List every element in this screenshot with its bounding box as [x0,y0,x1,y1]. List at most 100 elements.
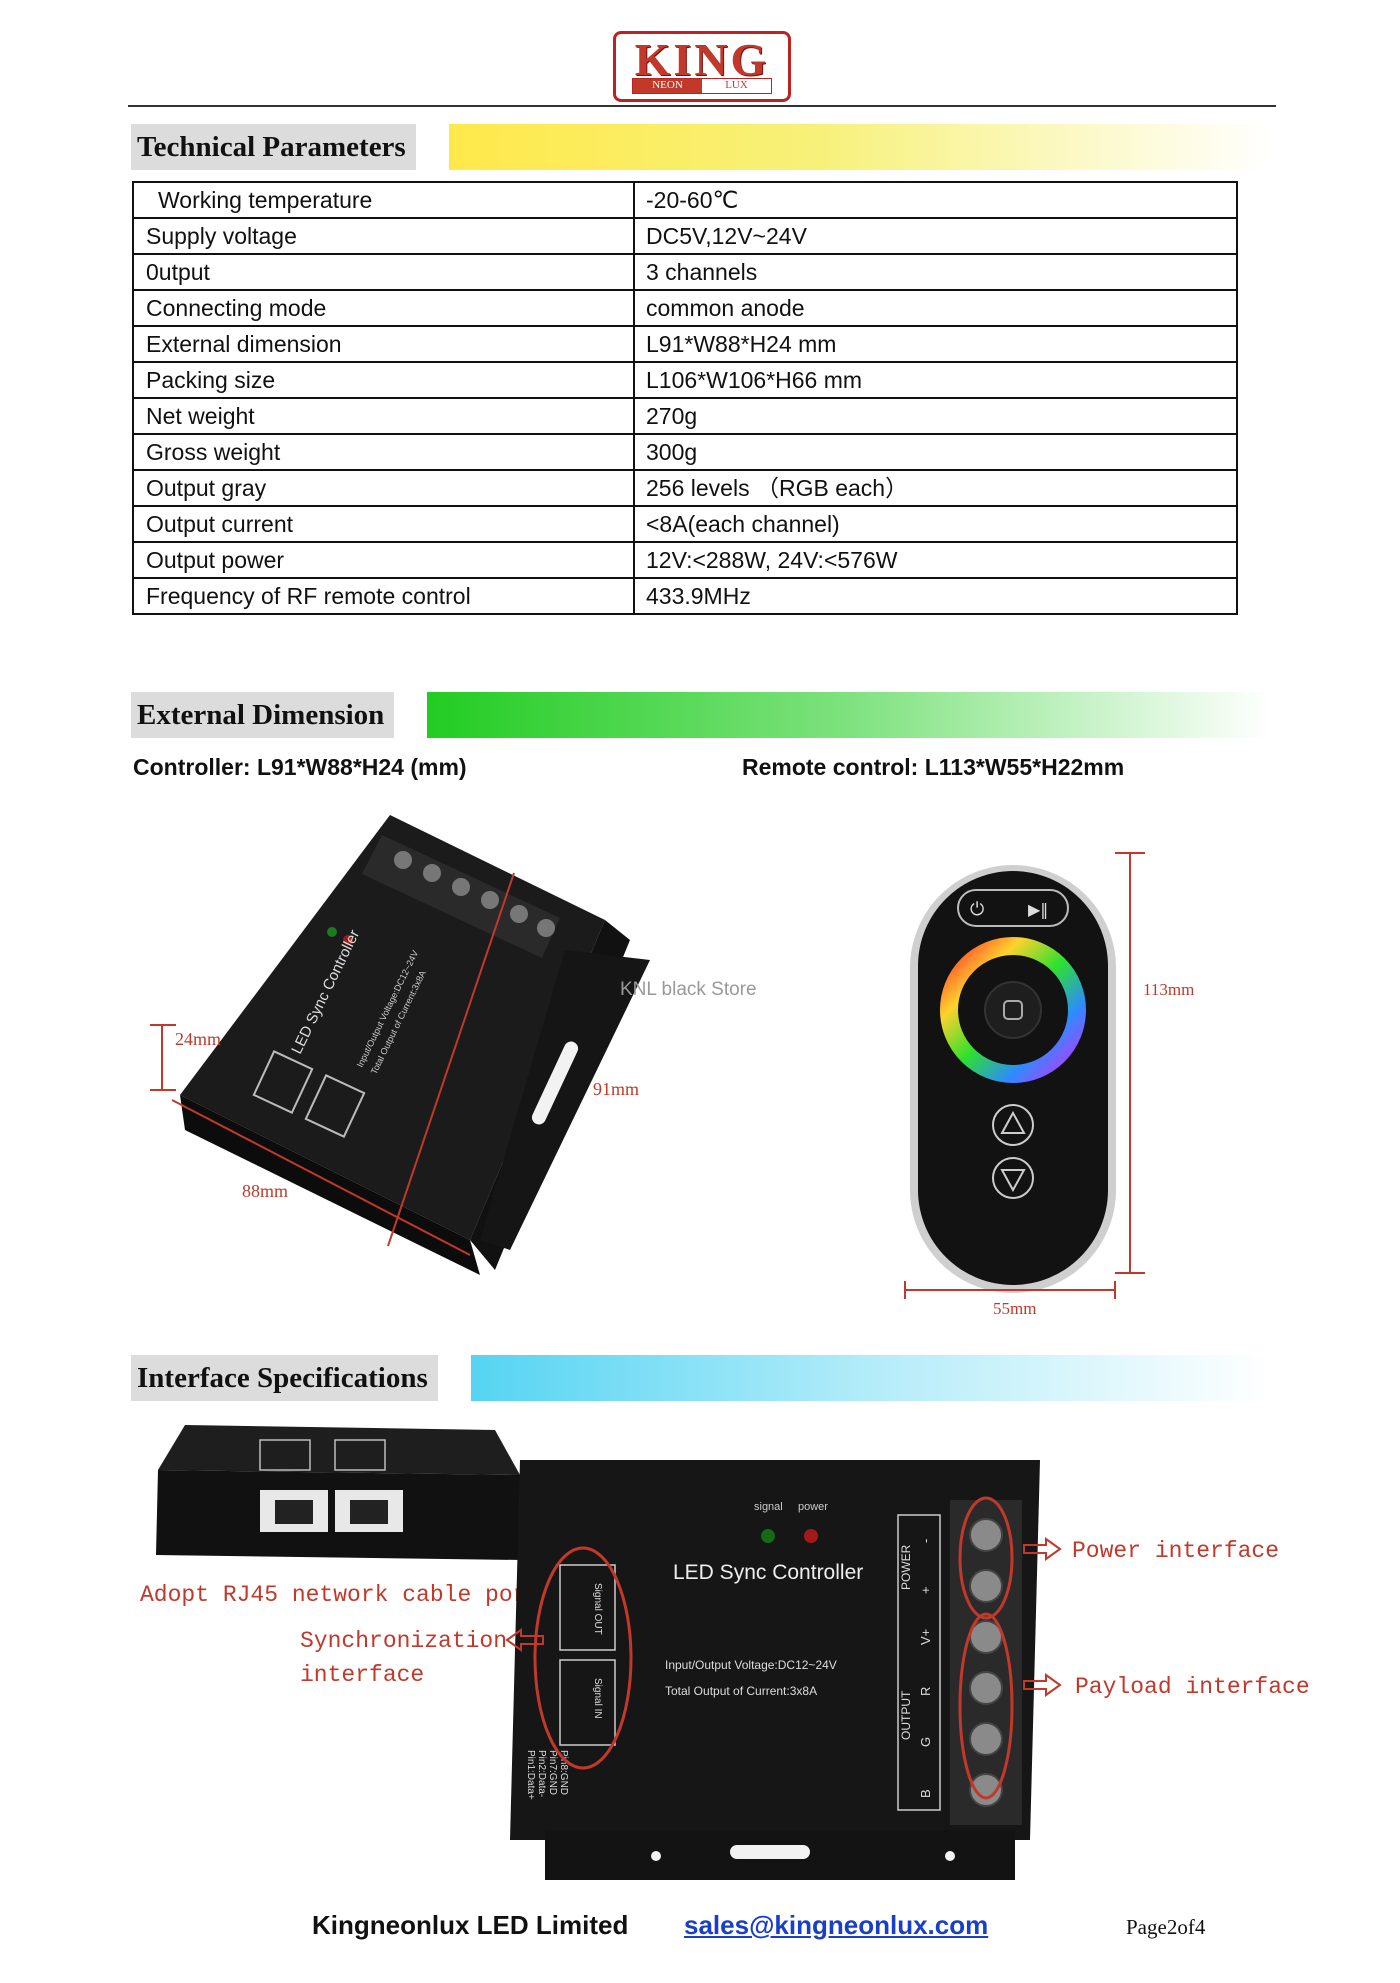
terminal-screw [969,1620,1003,1654]
signal-out-port [559,1564,616,1651]
payload-interface-highlight [958,1612,1014,1800]
dimension-lines [150,872,515,1256]
device-mount-slot [730,1845,810,1859]
logo-sub-right: LUX [702,79,771,93]
spec-value: common anode [633,289,1238,327]
spec-row: Working temperature-20-60℃ [132,181,1238,219]
logo-main-text: KING [634,34,770,85]
controller-front-face [180,1095,480,1275]
brightness-down-button[interactable] [992,1157,1034,1199]
case-top [158,1425,520,1475]
signal-in-port [559,1659,616,1746]
terminal-screws [969,1518,1003,1807]
spec-value: L106*W106*H66 mm [633,361,1238,399]
terminal-letter: + [918,1586,933,1594]
signal-led [761,1529,775,1543]
device-title: LED Sync Controller [673,1561,863,1584]
spec-key: Packing size [132,361,635,399]
payload-arrow-icon [1023,1673,1062,1697]
dimension-113mm-label: 113mm [1143,980,1194,999]
power-led [343,935,353,945]
section-technical-parameters: Technical Parameters [131,124,1271,170]
spec-value: 12V:<288W, 24V:<576W [633,541,1238,579]
interface-device-illustration: signal power LED Sync Controller Input/O… [510,1460,1040,1880]
spec-key: Output power [132,541,635,579]
signal-out-port-label: Signal OUT [592,1583,603,1635]
logo-subtitle: NEON LUX [632,78,772,94]
signal-in-port-top [334,1439,386,1471]
rj45-socket-out-hole [275,1500,313,1524]
spec-value: -20-60℃ [633,181,1238,219]
rj45-side-illustration [156,1425,522,1560]
terminal-letter: V+ [918,1629,933,1645]
spec-key: Working temperature [132,181,635,219]
section-title: Interface Specifications [131,1355,438,1401]
terminal-letter: R [918,1687,933,1696]
signal-out-port-top [259,1439,311,1471]
device-spec-voltage: Input/Output Voltage:DC12~24V [665,1658,837,1672]
spec-value: <8A(each channel) [633,505,1238,543]
power-arrow-icon [1023,1537,1062,1561]
terminal-label-strip [897,1514,941,1811]
spec-key: Output current [132,505,635,543]
mounting-slot [531,1041,579,1125]
company-logo: KING NEON LUX [613,31,791,102]
sync-note-line2: interface [300,1662,425,1688]
power-interface-note: Power interface [1072,1538,1280,1564]
power-led [804,1529,818,1543]
header-rule [128,105,1276,107]
center-button[interactable] [984,981,1042,1039]
dimension-91mm-label: 91mm [593,1079,639,1099]
down-arrow-icon [1000,1169,1026,1193]
signal-led-label: signal [754,1501,783,1513]
mount-hole-right [945,1851,955,1861]
terminal-letter: - [918,1539,933,1543]
spec-value: 256 levels （RGB each） [633,469,1238,507]
footer-email-link[interactable]: sales@kingneonlux.com [684,1910,989,1940]
logo-sub-left: NEON [633,79,702,93]
section-bar-cyan [471,1355,1271,1401]
spec-value: 300g [633,433,1238,471]
spec-key: External dimension [132,325,635,363]
spec-row: Output current<8A(each channel) [132,505,1238,543]
rj45-socket-in-hole [350,1500,388,1524]
color-wheel[interactable] [940,937,1086,1083]
terminal-letter: B [918,1789,933,1798]
sync-interface-highlight [533,1546,633,1770]
spec-value: L91*W88*H24 mm [633,325,1238,363]
spec-key: Supply voltage [132,217,635,255]
power-interface-highlight [958,1496,1014,1620]
spec-key: Net weight [132,397,635,435]
terminal-block [362,835,560,958]
device-spec-current: Total Output of Current:3x8A [665,1684,817,1698]
rj45-note: Adopt RJ45 network cable port [140,1582,541,1608]
remote-dimension-caption: Remote control: L113*W55*H22mm [742,754,1125,780]
terminal-output-label: OUTPUT [899,1690,913,1740]
terminal-screw [969,1671,1003,1705]
dimension-55mm-label: 55mm [993,1299,1036,1318]
signal-out-port [252,1050,314,1114]
spec-value: 433.9MHz [633,577,1238,615]
spec-key: Output gray [132,469,635,507]
terminal-screw [969,1518,1003,1552]
dimension-88mm-label: 88mm [242,1181,288,1201]
spec-key: Gross weight [132,433,635,471]
section-bar-green [427,692,1271,738]
section-bar-yellow [449,124,1271,170]
play-pause-icon: ▶‖ [1028,900,1048,919]
spec-key: Frequency of RF remote control [132,577,635,615]
brightness-up-button[interactable] [992,1104,1034,1146]
section-title: External Dimension [131,692,395,738]
store-watermark: KNL black Store [620,979,757,1000]
signal-in-port [304,1074,366,1138]
